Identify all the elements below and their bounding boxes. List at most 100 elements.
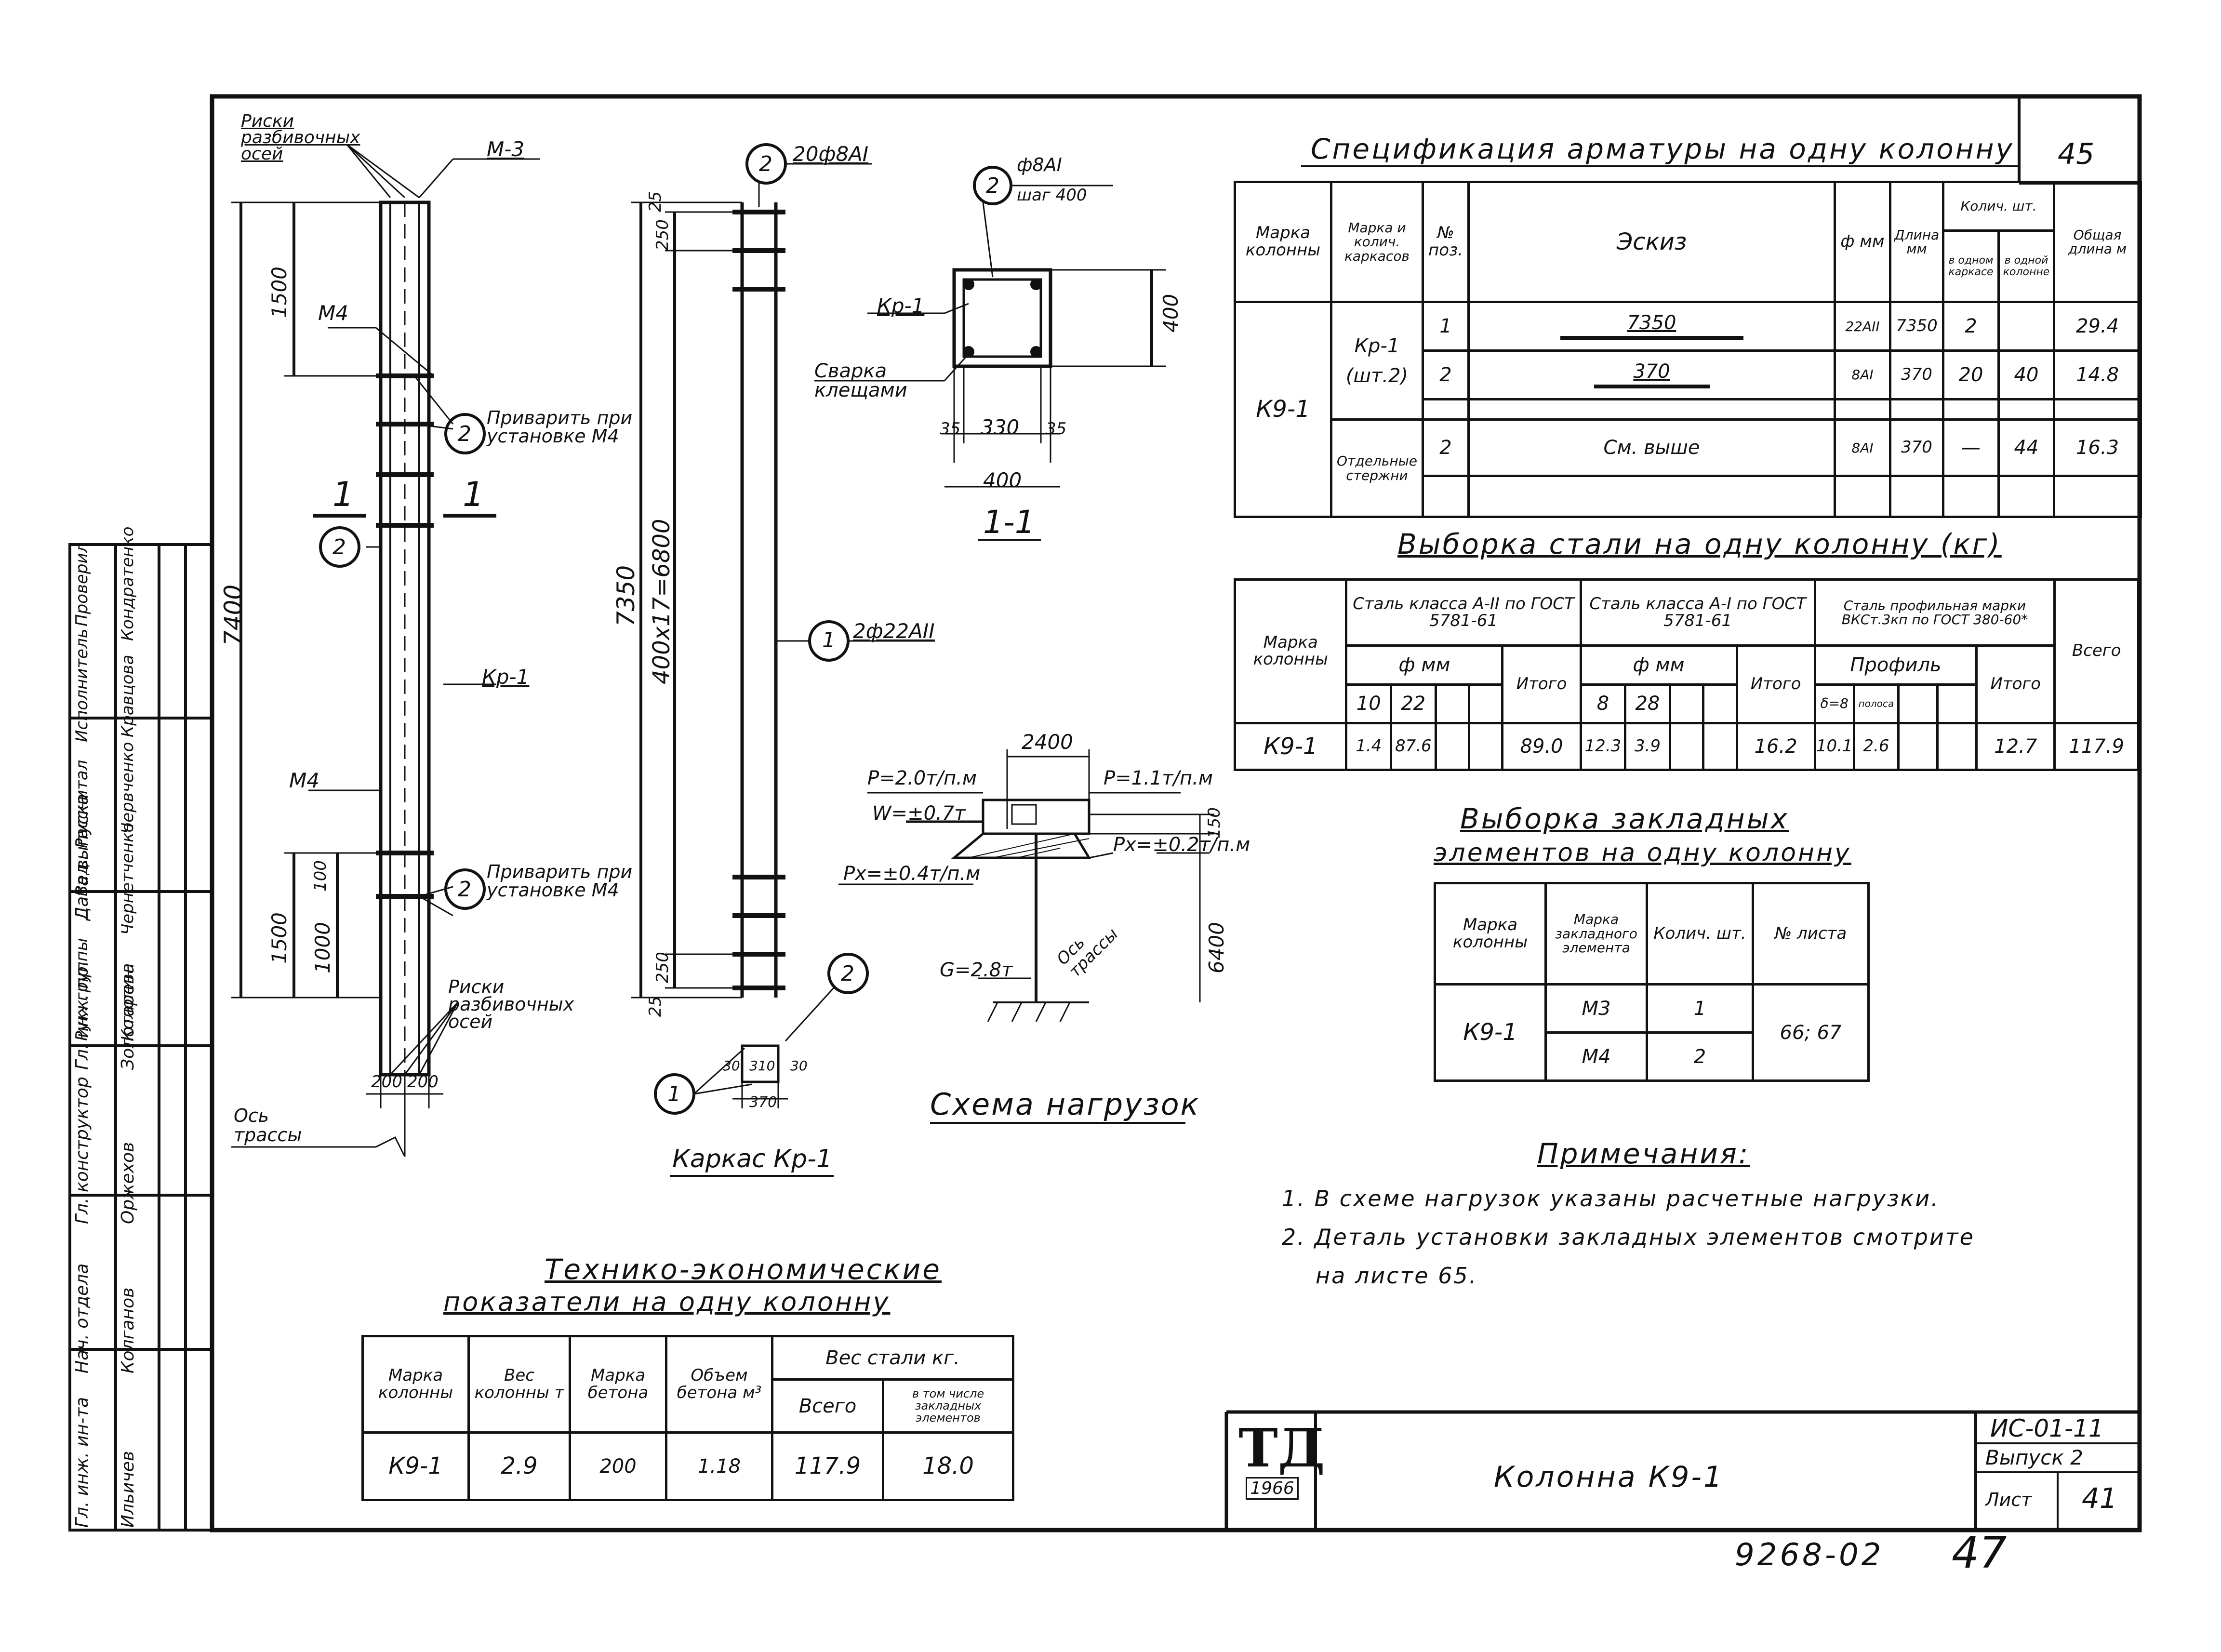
- steel-h-pf2: полоса: [1852, 683, 1900, 724]
- spec-r1-len: 7350: [1889, 301, 1944, 352]
- steel-r-v22: 87.6: [1390, 721, 1437, 772]
- tech-h-mark: Марка колонны: [361, 1335, 470, 1434]
- frame-dim-25-bottom: 25: [646, 996, 665, 1017]
- spec-title: Спецификация арматуры на одну колонну: [1311, 133, 2014, 165]
- sheet-label: Лист: [1985, 1489, 2032, 1510]
- tech-h-weight: Вес колонны т: [467, 1335, 571, 1434]
- spec-empty-14: [2053, 475, 2142, 518]
- steel-r-it3: 12.7: [1975, 721, 2056, 772]
- spec-sep-pos: 2: [1422, 418, 1470, 478]
- embed-h-col: Марка колонны: [1434, 882, 1547, 986]
- weld-bottom-label: Приварить при установке М4: [487, 861, 633, 901]
- doc-code: ИС-01-11: [1990, 1414, 2104, 1442]
- steel-title: Выборка стали на одну колонну (кг): [1397, 528, 2002, 560]
- section-dim-400-h: 400: [983, 468, 1022, 492]
- steel-h-d22: 22: [1390, 683, 1437, 724]
- side-role-2: Рассчитал: [72, 759, 92, 848]
- spec-r2-diam: 8АI: [1834, 349, 1891, 400]
- steel-r-e6: [1936, 721, 1978, 772]
- tech-h-all: Всего: [771, 1378, 884, 1434]
- spec-r1-total: 29.4: [2053, 301, 2142, 352]
- steel-r-p1: 10.1: [1813, 721, 1855, 772]
- spec-empty-9: [1467, 475, 1836, 518]
- spec-h-total-len: Общая длина м: [2053, 180, 2142, 304]
- spec-r1-bar-sketch: [1560, 336, 1743, 340]
- steel-r-it2: 16.2: [1735, 721, 1816, 772]
- frame-dim-250-bottom: 250: [653, 952, 672, 983]
- steel-h-e6: [1936, 683, 1978, 724]
- spec-r1-sketch: 7350: [1467, 301, 1836, 352]
- steel-r-p2: 2.6: [1852, 721, 1900, 772]
- steel-h-mark: Марка колонны: [1233, 578, 1348, 724]
- spec-h-qty-frame: в одном каркасе: [1942, 229, 2000, 304]
- side-name-4: Кондратенко: [118, 526, 137, 641]
- load-p-left: Р=2.0т/п.м: [867, 767, 977, 789]
- frame-callout-2-bottom: 2: [841, 961, 854, 986]
- spec-r2-bar-sketch: [1594, 385, 1710, 389]
- tech-table: Марка колонны Вес колонны т Марка бетона…: [361, 1335, 1015, 1501]
- spec-sep-q1: —: [1942, 418, 2000, 478]
- steel-h-total: Всего: [2053, 578, 2140, 724]
- section-dim-330: 330: [981, 415, 1020, 439]
- spec-frame-count: (шт.2): [1345, 364, 1409, 387]
- m4-top-label: М4: [318, 301, 348, 325]
- side-role-1: Вед.: [72, 858, 92, 896]
- spec-r2-len: 370: [1889, 349, 1944, 400]
- steel-r-e3: [1668, 721, 1705, 772]
- side-role-3: Исполнитель: [72, 628, 92, 742]
- steel-r-v28: 3.9: [1624, 721, 1671, 772]
- side-name-2: Червченко: [118, 742, 137, 834]
- frame-dim-310: 310: [749, 1058, 775, 1074]
- frame-callout-1-bottom: 1: [667, 1082, 681, 1106]
- callout-2-mid: 2: [332, 535, 346, 560]
- embed-r2-qty: 2: [1646, 1031, 1754, 1082]
- steel-h-e5: [1897, 683, 1939, 724]
- side-name2-1: Колганов: [118, 1287, 138, 1373]
- spec-r2-q2: 40: [1997, 349, 2055, 400]
- frame-dim-400x17: 400x17=6800: [648, 519, 675, 684]
- tech-r-incl: 18.0: [881, 1431, 1015, 1501]
- load-px-right: Рх=±0.2т/п.м: [1113, 834, 1250, 856]
- spec-h-mark-col: Марка колонны: [1234, 180, 1332, 304]
- spec-h-sketch: Эскиз: [1467, 180, 1836, 304]
- section-kr1: Кр-1: [877, 294, 925, 318]
- frame-dim-25-top: 25: [646, 191, 665, 212]
- load-px-left: Рх=±0.4т/п.м: [843, 863, 981, 885]
- note-1: 1. В схеме нагрузок указаны расчетные на…: [1282, 1186, 1940, 1212]
- tech-r-volume: 1.18: [665, 1431, 773, 1501]
- stamp-num: 47: [1952, 1528, 2007, 1578]
- spec-empty-7: [2053, 398, 2142, 421]
- m4-bottom-label: М4: [289, 769, 319, 792]
- frame-caption: Каркас Кр-1: [672, 1145, 832, 1173]
- steel-h-pf1: δ=8: [1813, 683, 1855, 724]
- side-role2-0: Гл. инж. ин-та: [72, 1397, 92, 1528]
- spec-h-qty: Колич. шт.: [1942, 181, 2055, 232]
- tech-title-2: показатели на одну колонну: [443, 1287, 891, 1317]
- tech-h-concrete: Марка бетона: [569, 1335, 667, 1434]
- embed-r1-el: М3: [1544, 983, 1648, 1034]
- stamp-bottom: 9268-02: [1735, 1537, 1884, 1573]
- section-mark-1-right: 1: [463, 475, 484, 514]
- section-weld-label: Сварка клещами: [814, 360, 907, 401]
- steel-h-a2: Сталь класса А-II по ГОСТ 5781-61: [1345, 578, 1582, 647]
- section-caption: 1-1: [983, 504, 1035, 541]
- steel-r-e5: [1897, 721, 1939, 772]
- spec-r2-sketch-label: 370: [1633, 360, 1670, 383]
- steel-h-d10: 10: [1345, 683, 1393, 724]
- steel-h-d28: 28: [1624, 683, 1671, 724]
- steel-r-total: 117.9: [2053, 721, 2140, 772]
- spec-separate-label: Отдельные стержни: [1330, 418, 1424, 518]
- side-name-3: Кравцова: [118, 654, 137, 737]
- steel-h-itogo-1: Итого: [1501, 644, 1582, 724]
- spec-r1-sketch-label: 7350: [1627, 312, 1676, 334]
- spec-h-mark-frame: Марка и колич. каркасов: [1330, 180, 1424, 304]
- steel-h-e2: [1468, 683, 1504, 724]
- steel-r-mark: К9-1: [1233, 721, 1348, 772]
- callout-2-top: 2: [458, 422, 471, 446]
- axis-label: Ось трассы: [234, 1105, 302, 1146]
- section-step: шаг 400: [1017, 186, 1087, 205]
- spec-sep-total: 16.3: [2053, 418, 2142, 478]
- dim-1500-bottom: 1500: [267, 912, 291, 964]
- spec-empty-1: [1422, 398, 1470, 421]
